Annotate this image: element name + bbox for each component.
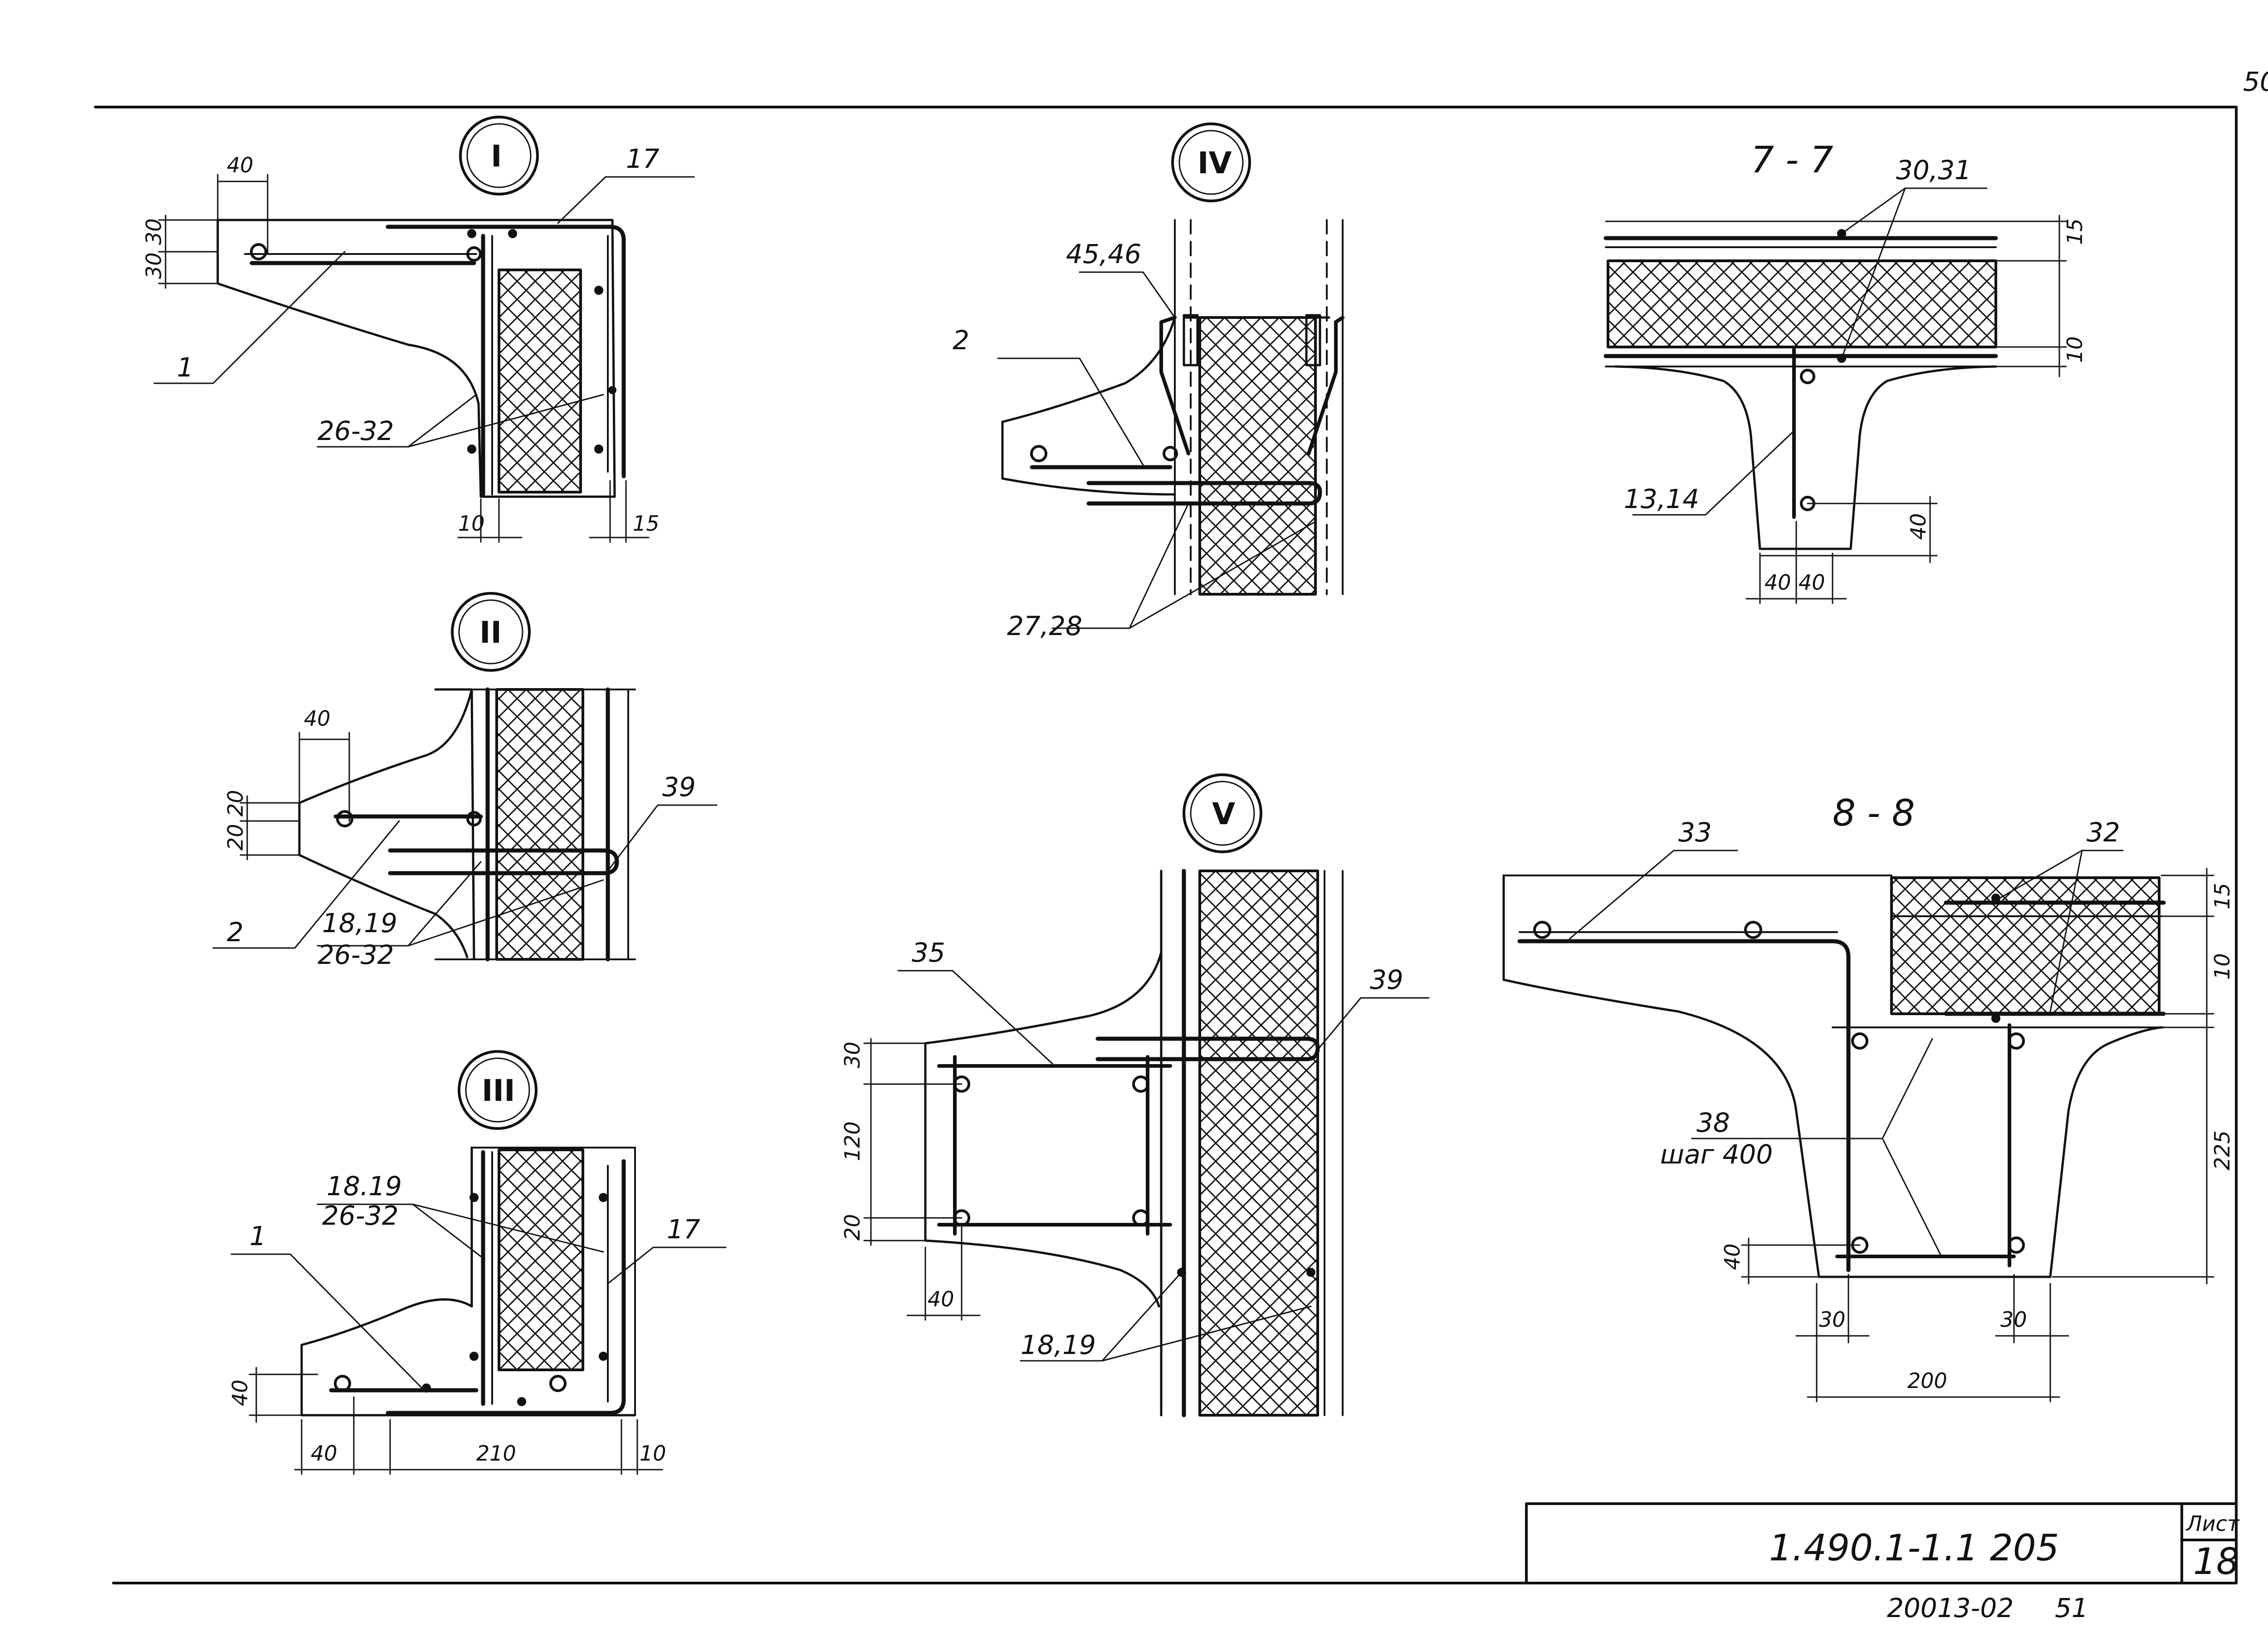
detail-V-dim-a: 30	[840, 1041, 865, 1068]
detail-IV-ref-2: 2	[953, 325, 969, 356]
detail-III-dim-bottom-a: 40	[311, 1441, 337, 1466]
detail-III-dim-left: 40	[228, 1379, 252, 1406]
section-8-8-dim-c: 225	[2210, 1130, 2234, 1170]
detail-V-label: V	[1212, 797, 1235, 831]
detail-IV-ref-45-46: 45,46	[1066, 239, 1141, 269]
detail-II-ref-2: 2	[227, 917, 244, 948]
detail-V-ref-39: 39	[1370, 964, 1403, 995]
section-7-7-dim-c: 40	[1906, 513, 1931, 540]
section-8-8-dim-a: 15	[2210, 883, 2234, 909]
detail-I-dim-left-a: 30	[142, 218, 166, 245]
detail-V-ref-35: 35	[912, 937, 945, 968]
section-7-7-dim-b: 10	[2063, 336, 2087, 363]
section-8-8-ref-step: шаг 400	[1660, 1139, 1773, 1170]
section-8-8-dim-g: 200	[1907, 1368, 1947, 1393]
section-7-7	[1603, 187, 2067, 604]
detail-II-ref-18-19: 18,19	[322, 908, 397, 938]
detail-II-ref-39: 39	[662, 772, 696, 802]
page-number: 50	[2243, 66, 2268, 97]
detail-V	[863, 773, 1430, 1417]
archive-code: 20013-02	[1887, 1593, 2014, 1623]
section-8-8-dim-e: 30	[1819, 1307, 1846, 1332]
section-8-8-ref-33: 33	[1678, 817, 1712, 848]
section-7-7-dim-a: 15	[2063, 218, 2087, 245]
detail-V-dim-c: 20	[840, 1214, 865, 1241]
detail-II-dim-left-b: 20	[223, 824, 248, 850]
section-8-8-ref-38: 38	[1696, 1107, 1730, 1138]
detail-I-dim-top: 40	[227, 153, 254, 177]
detail-III-ref-1: 1	[249, 1221, 266, 1251]
sheet-label: Лист	[2185, 1511, 2240, 1536]
detail-IV	[997, 122, 1344, 629]
section-8-8-dim-b: 10	[2210, 953, 2234, 980]
detail-II	[212, 592, 718, 962]
detail-IV-label: IV	[1198, 146, 1232, 181]
detail-III-ref-17: 17	[667, 1214, 700, 1245]
section-7-7-dim-d: 40	[1765, 570, 1791, 595]
sheet-number: 18	[2193, 1540, 2239, 1583]
detail-III-ref-26-32: 26-32	[322, 1200, 399, 1231]
archive-number: 51	[2055, 1593, 2088, 1623]
detail-II-ref-26-32: 26-32	[318, 939, 394, 970]
section-8-8	[1502, 850, 2214, 1403]
detail-II-dim-top: 40	[304, 706, 331, 731]
detail-I-label: I	[491, 139, 502, 174]
detail-IV-ref-27-28: 27,28	[1007, 611, 1082, 641]
detail-III	[230, 1050, 727, 1475]
detail-I-ref-26-32: 26-32	[318, 415, 394, 446]
detail-V-dim-b: 120	[840, 1121, 865, 1161]
detail-I-ref-1: 1	[177, 352, 194, 383]
detail-I	[153, 116, 695, 543]
detail-II-dim-left-a: 20	[223, 790, 248, 816]
detail-III-label: III	[482, 1073, 515, 1108]
section-7-7-ref-30-31: 30,31	[1896, 155, 1971, 186]
detail-III-dim-bottom-c: 10	[640, 1441, 666, 1466]
detail-II-label: II	[479, 615, 502, 650]
section-7-7-title: 7 - 7	[1751, 139, 1833, 181]
section-8-8-title: 8 - 8	[1833, 792, 1915, 834]
section-8-8-ref-32: 32	[2087, 817, 2120, 848]
detail-I-ref-17: 17	[626, 143, 660, 174]
section-8-8-dim-d: 40	[1720, 1243, 1745, 1270]
section-7-7-ref-13-14: 13,14	[1624, 484, 1699, 514]
detail-I-dim-left-b: 30	[142, 252, 166, 279]
doc-code: 1.490.1-1.1 205	[1769, 1527, 2059, 1569]
detail-V-ref-18-19: 18,19	[1021, 1329, 1096, 1360]
section-8-8-dim-f: 30	[2000, 1307, 2027, 1332]
sheet-frame	[94, 106, 2238, 1584]
detail-I-dim-bottom-b: 15	[633, 511, 660, 536]
detail-V-dim-d: 40	[928, 1287, 954, 1311]
detail-III-dim-bottom-b: 210	[476, 1441, 516, 1466]
section-7-7-dim-e: 40	[1799, 570, 1825, 595]
detail-I-dim-bottom-a: 10	[458, 511, 485, 536]
detail-III-ref-18-19: 18.19	[327, 1171, 402, 1202]
